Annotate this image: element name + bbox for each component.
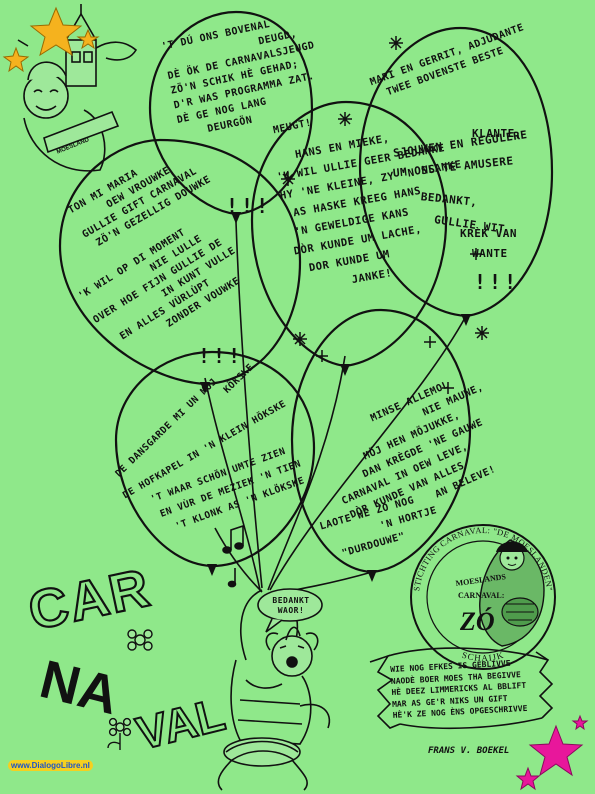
- balloon-b-text-lower: KLANTE, SJOUWEN EN REGULERE UM ONS TE AM…: [392, 124, 528, 264]
- balloon-e-outline: [114, 350, 316, 568]
- speech-bubble-shape: [257, 588, 323, 633]
- speech-bubble-line: BEDANKT: [272, 596, 310, 605]
- svg-text:SCHAIJK: SCHAIJK: [461, 650, 505, 663]
- balloon-b-line: WANTE: [472, 247, 508, 260]
- watermark: www.DialogoLibre.nl: [8, 760, 93, 771]
- speech-bubble-text: BEDANKT WAOR!: [268, 596, 314, 616]
- music-notes: [222, 524, 244, 588]
- seal-center-line-1: MOESLANDS: [455, 572, 507, 588]
- balloon-b-exclaim: !!!: [474, 270, 520, 294]
- flower-doodles: [107, 629, 153, 750]
- balloon-d-outline: [250, 100, 448, 368]
- magenta-star-large: [528, 724, 584, 777]
- star-decorations: [2, 6, 589, 791]
- balloon-f-outline: [290, 308, 472, 574]
- balloon-a-exclaim: !!!: [226, 194, 272, 218]
- carnaval-seal-shape: [410, 524, 556, 670]
- mascot-top-left: [13, 4, 138, 172]
- yellow-star-small-2: [76, 28, 100, 50]
- balloon-a-outline: [148, 10, 314, 216]
- magenta-star-small-2: [571, 714, 589, 731]
- poem-text: WIE NOG EFKES IS GEBLIVVE NAODÈ BOER MOE…: [390, 657, 528, 721]
- balloons: [58, 10, 554, 574]
- yellow-star-small-1: [2, 46, 30, 73]
- seal-logo-mark: ZÓ: [459, 607, 495, 636]
- balloon-b-line: KRÈK VAN: [460, 227, 517, 240]
- balloon-b-line: KLANTE,: [472, 127, 522, 140]
- signature: FRANS V. BOEKEL: [428, 746, 510, 756]
- yellow-star-large: [29, 6, 83, 57]
- seal-center-line-2: CARNAVAL:: [458, 591, 504, 600]
- balloon-knots: [200, 212, 471, 582]
- balloon-c-exclaim: !!!: [198, 344, 244, 368]
- balloon-c-outline: [58, 138, 302, 386]
- seal-bottom-text: SCHAIJK: [461, 650, 504, 663]
- poem-banner-shape: [369, 647, 554, 730]
- speech-bubble-line: WAOR!: [277, 606, 305, 615]
- clown-mascot: [217, 589, 331, 791]
- balloon-b-outline: [358, 26, 554, 318]
- balloon-strings: [204, 221, 467, 595]
- sparkle-marks: [281, 36, 489, 394]
- magenta-star-small-1: [515, 766, 541, 791]
